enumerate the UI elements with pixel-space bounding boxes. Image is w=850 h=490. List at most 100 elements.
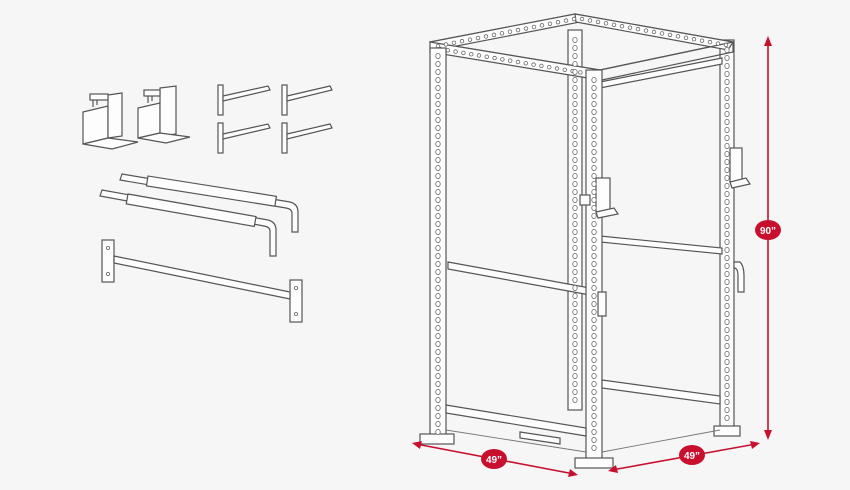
upright-hole <box>572 292 578 299</box>
upright-hole <box>572 356 578 363</box>
upright-hole <box>572 85 578 92</box>
upright-hole <box>435 77 441 84</box>
frame-hole <box>523 26 529 31</box>
upright-hole <box>724 71 730 78</box>
upright-hole <box>572 212 578 219</box>
frame-hole <box>651 29 657 35</box>
upright-hole <box>724 238 730 245</box>
upright-hole <box>724 158 730 165</box>
upright-hole <box>435 292 441 299</box>
upright-hole <box>591 348 597 355</box>
upright-hole <box>591 244 597 251</box>
upright-back-left <box>567 29 583 411</box>
upright-hole <box>435 244 441 251</box>
upright-hole <box>435 188 441 195</box>
upright-hole <box>435 276 441 283</box>
upright-hole <box>724 79 730 86</box>
upright-hole <box>724 326 730 333</box>
frame-hole <box>579 16 585 22</box>
upright-hole <box>435 332 441 339</box>
frame-hole <box>484 54 489 59</box>
frame-hole <box>619 24 625 29</box>
upright-hole <box>572 396 578 403</box>
upright-hole <box>435 61 441 68</box>
frame-hole <box>539 23 545 28</box>
upright-hole <box>435 340 441 347</box>
frame-hole <box>547 21 553 26</box>
upright-hole <box>724 55 730 62</box>
j-hook-right <box>137 85 191 144</box>
frame-hole <box>461 50 466 56</box>
width-left-label: 49” <box>486 455 502 466</box>
upright-hole <box>724 398 730 405</box>
upright-hole <box>435 85 441 92</box>
frame-hole <box>699 38 705 43</box>
upright-hole <box>724 222 730 229</box>
upright-hole <box>572 260 578 267</box>
frame-hole <box>507 29 513 34</box>
upright-hole <box>572 236 578 243</box>
upright-hole <box>591 292 597 299</box>
upright-hole <box>724 119 730 126</box>
upright-hole <box>591 412 597 419</box>
upright-hole <box>435 109 441 116</box>
upright-hole <box>724 334 730 341</box>
upright-hole <box>591 308 597 315</box>
upright-hole <box>435 220 441 227</box>
upright-hole <box>435 196 441 203</box>
frame-hole <box>483 34 489 39</box>
upright-hole <box>724 286 730 293</box>
dimension-height: 90” <box>755 36 781 440</box>
upright-hole <box>435 132 441 139</box>
upright-hole <box>435 252 441 259</box>
frame-hole <box>659 31 665 36</box>
upright-hole <box>435 236 441 243</box>
frame-hole <box>611 22 617 27</box>
upright-hole <box>724 134 730 141</box>
pull-up-bar <box>101 239 303 323</box>
upright-hole <box>591 396 597 403</box>
upright-hole <box>591 324 597 331</box>
upright-hole <box>724 270 730 277</box>
upright-hole <box>591 117 597 124</box>
frame-hole <box>707 39 713 45</box>
upright-hole <box>572 220 578 227</box>
upright-hole <box>591 380 597 387</box>
upright-hole <box>724 127 730 134</box>
frame-hole <box>715 41 721 46</box>
upright-hole <box>572 132 578 139</box>
upright-hole <box>572 188 578 195</box>
frame-hole <box>515 59 521 65</box>
upright-hole <box>435 380 441 387</box>
upright-hole <box>591 428 597 435</box>
upright-hole <box>572 180 578 187</box>
storage-peg <box>281 84 333 116</box>
frame-hole <box>635 26 641 32</box>
upright-hole <box>591 372 597 379</box>
upright-hole <box>591 156 597 163</box>
upright-hole <box>435 324 441 331</box>
upright-hole <box>572 324 578 331</box>
upright-hole <box>724 294 730 301</box>
upright-hole <box>572 196 578 203</box>
upright-hole <box>591 204 597 211</box>
frame-hole <box>475 35 481 41</box>
upright-hole <box>572 348 578 355</box>
frame-hole <box>443 42 449 47</box>
upright-hole <box>572 252 578 259</box>
frame-hole <box>603 21 609 26</box>
upright-hole <box>724 95 730 102</box>
frame-hole <box>563 18 569 23</box>
upright-hole <box>591 93 597 100</box>
frame-hole <box>508 58 513 63</box>
frame-hole <box>683 35 689 40</box>
frame-hole <box>469 52 474 57</box>
upright-hole <box>591 180 597 187</box>
upright-hole <box>591 196 597 203</box>
dimension-width-right: 49” <box>608 441 760 473</box>
upright-hole <box>591 388 597 395</box>
upright-hole <box>435 300 441 307</box>
upright-hole <box>724 262 730 269</box>
upright-hole <box>724 214 730 221</box>
